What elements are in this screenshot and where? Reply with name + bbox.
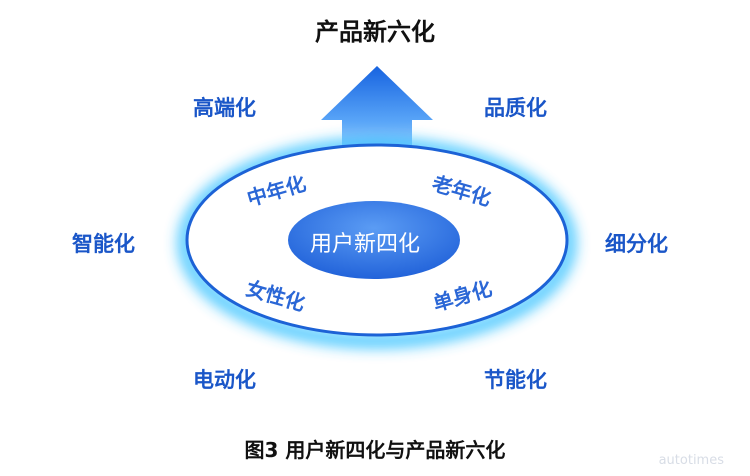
label-quality: 品质化 [484,96,547,120]
label-segmented: 细分化 [605,232,668,256]
watermark: autotimes [658,453,724,468]
figure-caption: 图3 用户新四化与产品新六化 [244,438,506,462]
core-ellipse [288,201,460,279]
label-electric: 电动化 [193,368,256,392]
label-energy-saving: 节能化 [484,368,547,392]
top-title: 产品新六化 [315,18,435,46]
label-high-end: 高端化 [193,96,256,120]
core-label: 用户新四化 [310,232,421,257]
label-intelligent: 智能化 [72,232,135,256]
